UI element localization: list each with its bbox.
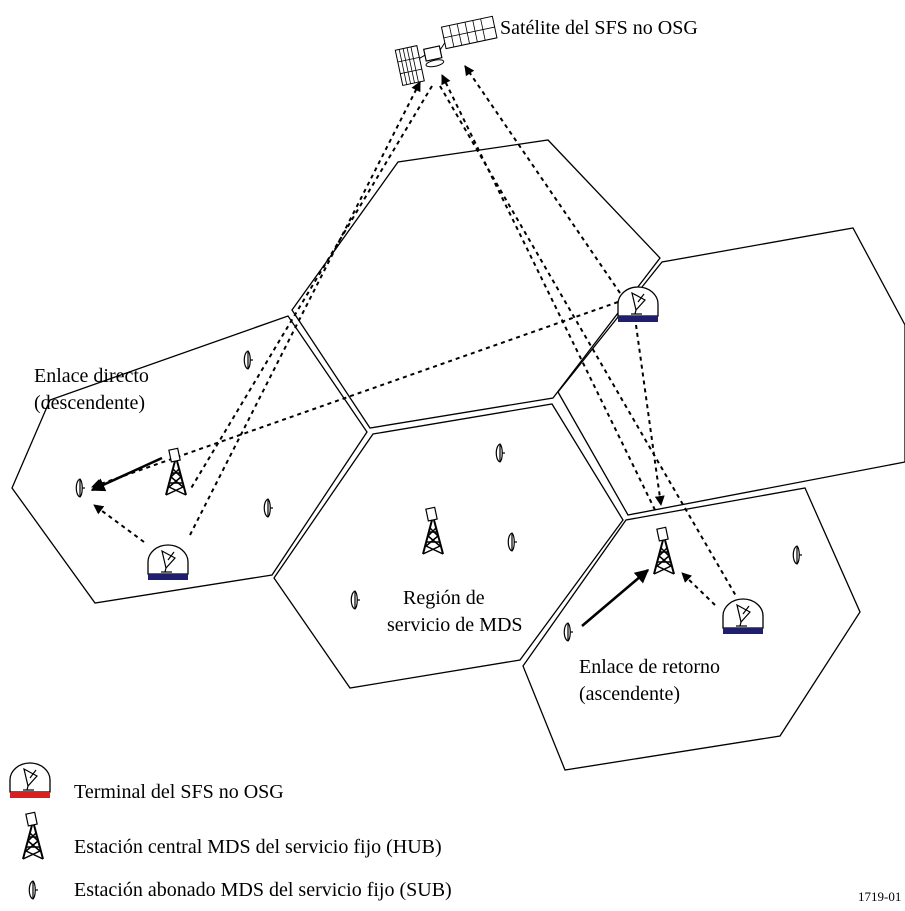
legend-terminal-icon: [9, 762, 51, 798]
link-satellite-to-hub-left: [189, 85, 433, 491]
cell-grid: [11, 139, 905, 771]
cell-top: [291, 139, 661, 429]
sub-antenna-icon: [563, 622, 574, 642]
legend-sub-icon: [28, 880, 39, 900]
cell-left: [11, 315, 368, 604]
terminal-icon: [722, 598, 764, 634]
link-terminal-left-to-sub-left: [93, 504, 145, 543]
direct-link-label: Enlace directo: [34, 365, 149, 387]
sub-antenna-icon: [495, 443, 506, 463]
terminal-icon: [617, 286, 659, 322]
link-terminal-right-to-hub-right: [635, 324, 665, 506]
return-link-label: Enlace de retorno: [579, 656, 720, 678]
satellite-label: Satélite del SFS no OSG: [500, 17, 698, 39]
direct-link-arrow: [90, 456, 163, 492]
legend-sub-label: Estación abonado MDS del servicio fijo (…: [74, 879, 452, 901]
legend: Terminal del SFS no OSG Estación central…: [9, 762, 452, 901]
link-terminal-bottom-to-hub-right: [681, 572, 716, 606]
sub-antenna-icon: [75, 478, 86, 498]
link-satellite-to-sub-right: [439, 85, 737, 597]
figure-number: 1719-01: [858, 889, 901, 904]
legend-hub-icon: [22, 811, 44, 860]
link-terminal-left-to-satellite: [189, 81, 421, 536]
hub-tower-icon: [165, 447, 187, 496]
hub-tower-icon: [422, 506, 444, 555]
sub-antenna-icon: [263, 498, 274, 518]
return-link-arrow: [581, 569, 650, 627]
cell-right-top: [557, 227, 905, 516]
cell-right-bottom: [522, 487, 861, 771]
region-label: Región de: [403, 587, 485, 609]
return-link-label-sub: (ascendente): [579, 683, 680, 705]
region-label-sub: servicio de MDS: [387, 614, 523, 636]
cell-center: [273, 403, 624, 689]
link-terminal-right-to-satellite: [464, 65, 621, 294]
link-hub-right-to-satellite: [441, 74, 656, 511]
hub-tower-icon: [653, 526, 675, 575]
legend-terminal-label: Terminal del SFS no OSG: [74, 781, 284, 803]
satellite-icon: [394, 15, 498, 87]
sub-antenna-icon: [243, 350, 254, 370]
sub-antenna-icon: [792, 545, 803, 565]
sub-antenna-icon: [507, 532, 518, 552]
legend-hub-label: Estación central MDS del servicio fijo (…: [74, 836, 442, 858]
direct-link-label-sub: (descendente): [34, 392, 145, 414]
dashed-links: [91, 65, 737, 606]
sub-antenna-icon: [350, 590, 361, 610]
terminal-icon: [147, 544, 189, 580]
